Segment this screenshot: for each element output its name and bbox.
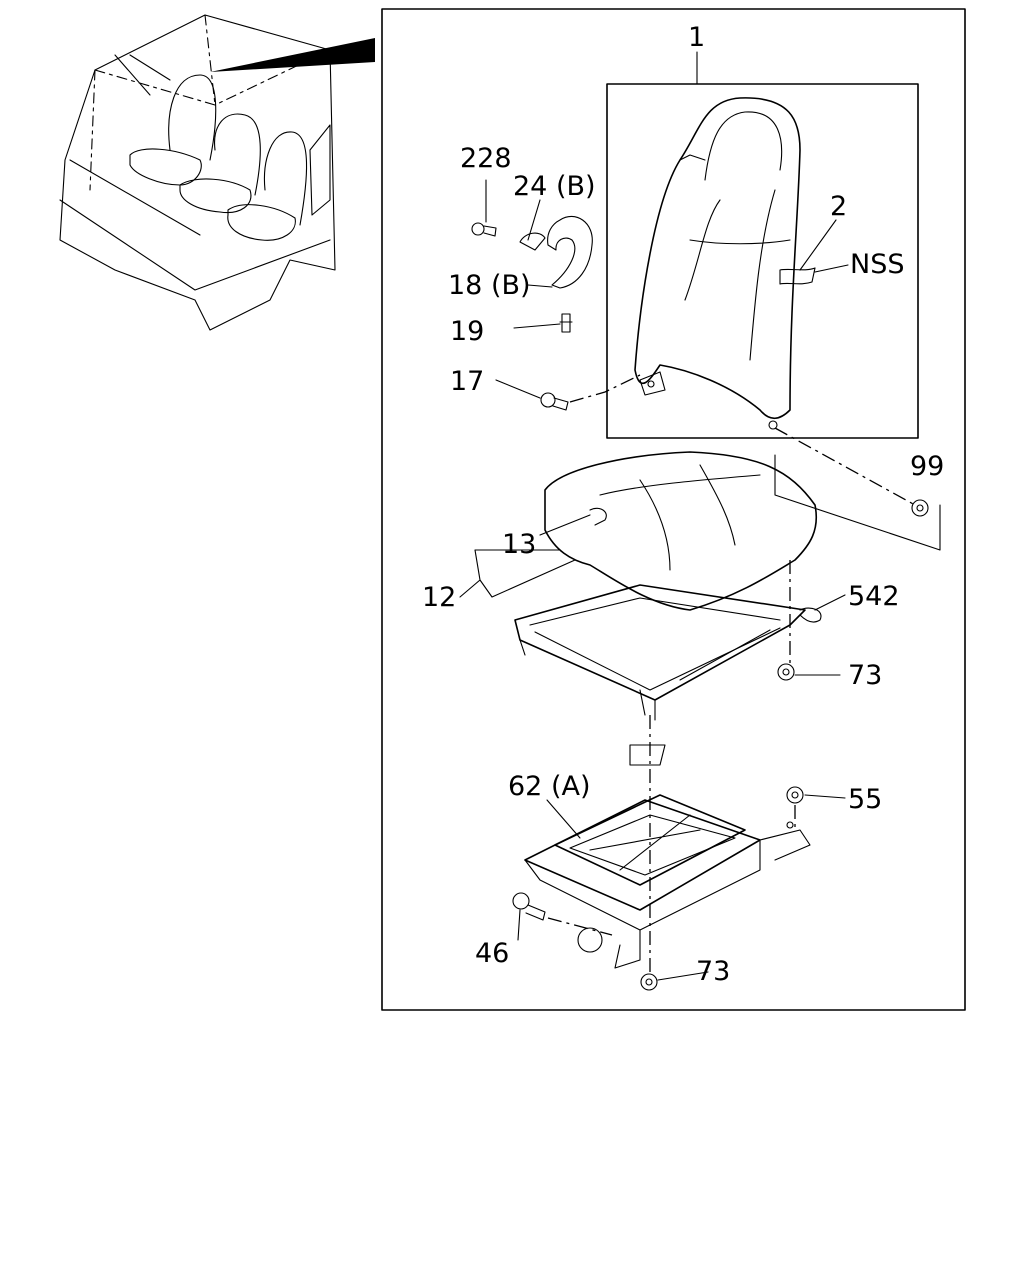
callout-18b: 18 (B) (448, 270, 531, 301)
callout-62a: 62 (A) (508, 771, 590, 802)
callout-12: 12 (422, 582, 456, 613)
callout-542: 542 (848, 581, 900, 612)
cab-overview-inset (59, 14, 375, 331)
callout-1: 1 (688, 22, 705, 53)
callout-19: 19 (450, 316, 484, 347)
assembly-center-lines (547, 374, 916, 975)
fasteners (512, 499, 929, 991)
seat-base-assembly (524, 744, 811, 969)
hardware-upper (471, 215, 593, 411)
callout-17: 17 (450, 366, 484, 397)
callout-labels: 1 2 NSS 228 24 (B) 18 (B) 19 17 99 13 12… (422, 22, 944, 987)
callout-13: 13 (502, 529, 536, 560)
seat-back-box (606, 83, 919, 439)
leader-lines (459, 51, 941, 981)
callout-73-lower: 73 (696, 956, 730, 987)
callout-2: 2 (830, 191, 847, 222)
callout-46: 46 (475, 938, 509, 969)
callout-73-upper: 73 (848, 660, 882, 691)
callout-24b: 24 (B) (513, 171, 596, 202)
diagram-frame (381, 8, 966, 1011)
callout-nss: NSS (850, 249, 904, 280)
seat-cushion (544, 451, 818, 611)
callout-228: 228 (460, 143, 512, 174)
callout-55: 55 (848, 784, 882, 815)
callout-99: 99 (910, 451, 944, 482)
seat-back-assembly (606, 83, 919, 439)
